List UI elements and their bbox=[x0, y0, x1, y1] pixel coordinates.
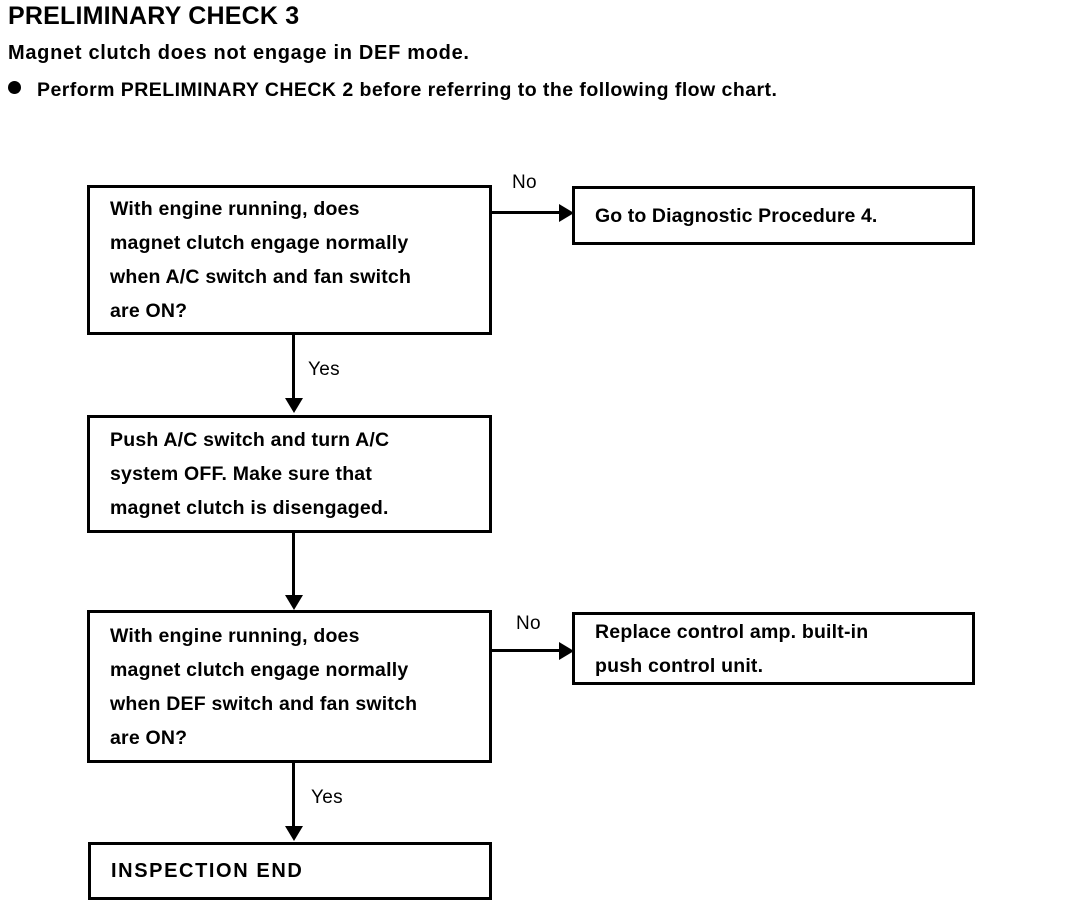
symptom-subtitle: Magnet clutch does not engage in DEF mod… bbox=[8, 42, 470, 64]
flow-node-question-ac-switch-text: With engine running, does magnet clutch … bbox=[110, 198, 412, 322]
edge-line-yes-1 bbox=[292, 335, 295, 399]
edge-arrowhead-no-2 bbox=[559, 642, 574, 660]
edge-arrowhead-no-1 bbox=[559, 204, 574, 222]
flow-node-inspection-end: INSPECTION END bbox=[88, 842, 492, 900]
edge-label-no-2: No bbox=[516, 613, 541, 634]
edge-label-yes-2: Yes bbox=[311, 787, 343, 808]
precondition-note: Perform PRELIMINARY CHECK 2 before refer… bbox=[8, 79, 777, 102]
flow-node-question-def-switch: With engine running, does magnet clutch … bbox=[87, 610, 492, 763]
flow-node-inspection-end-text: INSPECTION END bbox=[111, 860, 304, 882]
edge-line-no-2 bbox=[492, 649, 565, 652]
edge-arrowhead-unlabeled-1 bbox=[285, 595, 303, 610]
flow-node-replace-control-amp-text: Replace control amp. built-in push contr… bbox=[595, 620, 869, 677]
edge-label-yes-1: Yes bbox=[308, 359, 340, 380]
filled-circle-bullet-icon bbox=[8, 81, 21, 94]
precondition-note-text: Perform PRELIMINARY CHECK 2 before refer… bbox=[37, 79, 778, 101]
edge-arrowhead-yes-1 bbox=[285, 398, 303, 413]
flow-node-go-to-diagnostic-procedure-4-text: Go to Diagnostic Procedure 4. bbox=[595, 204, 878, 227]
edge-line-no-1 bbox=[492, 211, 565, 214]
flow-node-push-ac-switch-off: Push A/C switch and turn A/C system OFF.… bbox=[87, 415, 492, 533]
edge-arrowhead-yes-2 bbox=[285, 826, 303, 841]
page-title: PRELIMINARY CHECK 3 bbox=[8, 2, 300, 30]
flow-node-push-ac-switch-off-text: Push A/C switch and turn A/C system OFF.… bbox=[110, 429, 390, 519]
flow-node-question-ac-switch: With engine running, does magnet clutch … bbox=[87, 185, 492, 335]
edge-line-yes-2 bbox=[292, 763, 295, 827]
flow-node-go-to-diagnostic-procedure-4: Go to Diagnostic Procedure 4. bbox=[572, 186, 975, 245]
edge-label-no-1: No bbox=[512, 172, 537, 193]
edge-line-unlabeled-1 bbox=[292, 533, 295, 595]
flow-node-question-def-switch-text: With engine running, does magnet clutch … bbox=[110, 624, 418, 749]
flow-node-replace-control-amp: Replace control amp. built-in push contr… bbox=[572, 612, 975, 685]
